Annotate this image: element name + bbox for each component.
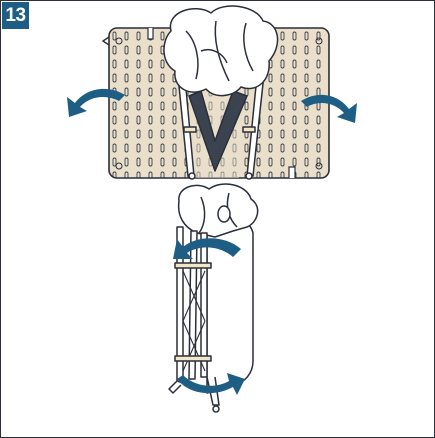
folded-cot — [168, 183, 259, 413]
curved-fold-arrow-icon — [173, 238, 245, 395]
step-number-badge: 13 — [2, 2, 29, 29]
double-curved-arrow-icon — [67, 88, 357, 123]
folded-frame-top — [163, 5, 279, 180]
